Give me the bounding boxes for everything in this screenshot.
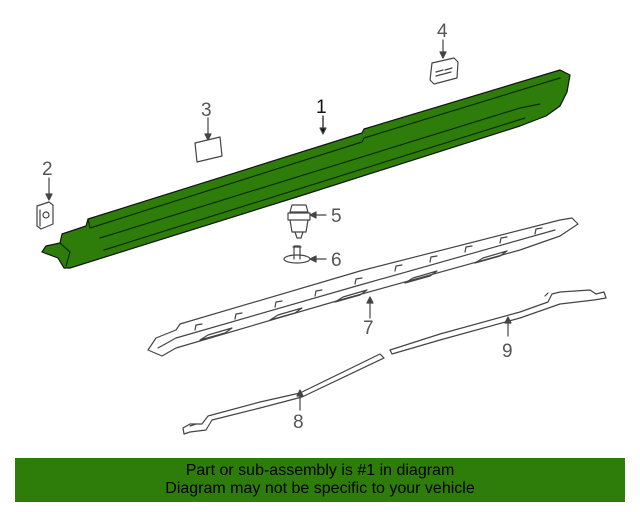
part-8-lower-strip[interactable] (182, 353, 385, 435)
part-4-bracket[interactable] (429, 39, 459, 85)
disclaimer-banner: Part or sub-assembly is #1 in diagram Di… (15, 458, 625, 502)
callout-4: 4 (437, 21, 448, 42)
callout-2: 2 (42, 159, 53, 180)
callout-3: 3 (201, 100, 212, 121)
parts-diagram: 1 2 3 4 5 6 7 8 9 (36, 21, 607, 435)
part-5-push-clip[interactable] (287, 204, 327, 239)
part-1-rocker-molding[interactable] (41, 69, 571, 269)
part-7-inner-molding[interactable] (147, 217, 579, 357)
banner-line-2: Diagram may not be specific to your vehi… (165, 480, 475, 497)
part-6-retainer[interactable] (283, 245, 327, 264)
callout-1: 1 (316, 97, 327, 118)
callout-6: 6 (331, 250, 342, 271)
banner-line-1: Part or sub-assembly is #1 in diagram (185, 462, 455, 479)
part-9-rear-strip[interactable] (389, 289, 607, 355)
part-2-clip[interactable] (36, 177, 54, 230)
callout-9: 9 (502, 341, 513, 362)
part-3-pad[interactable] (194, 117, 223, 163)
callout-8: 8 (293, 412, 304, 433)
callout-7: 7 (363, 318, 374, 339)
callout-5: 5 (331, 206, 342, 227)
